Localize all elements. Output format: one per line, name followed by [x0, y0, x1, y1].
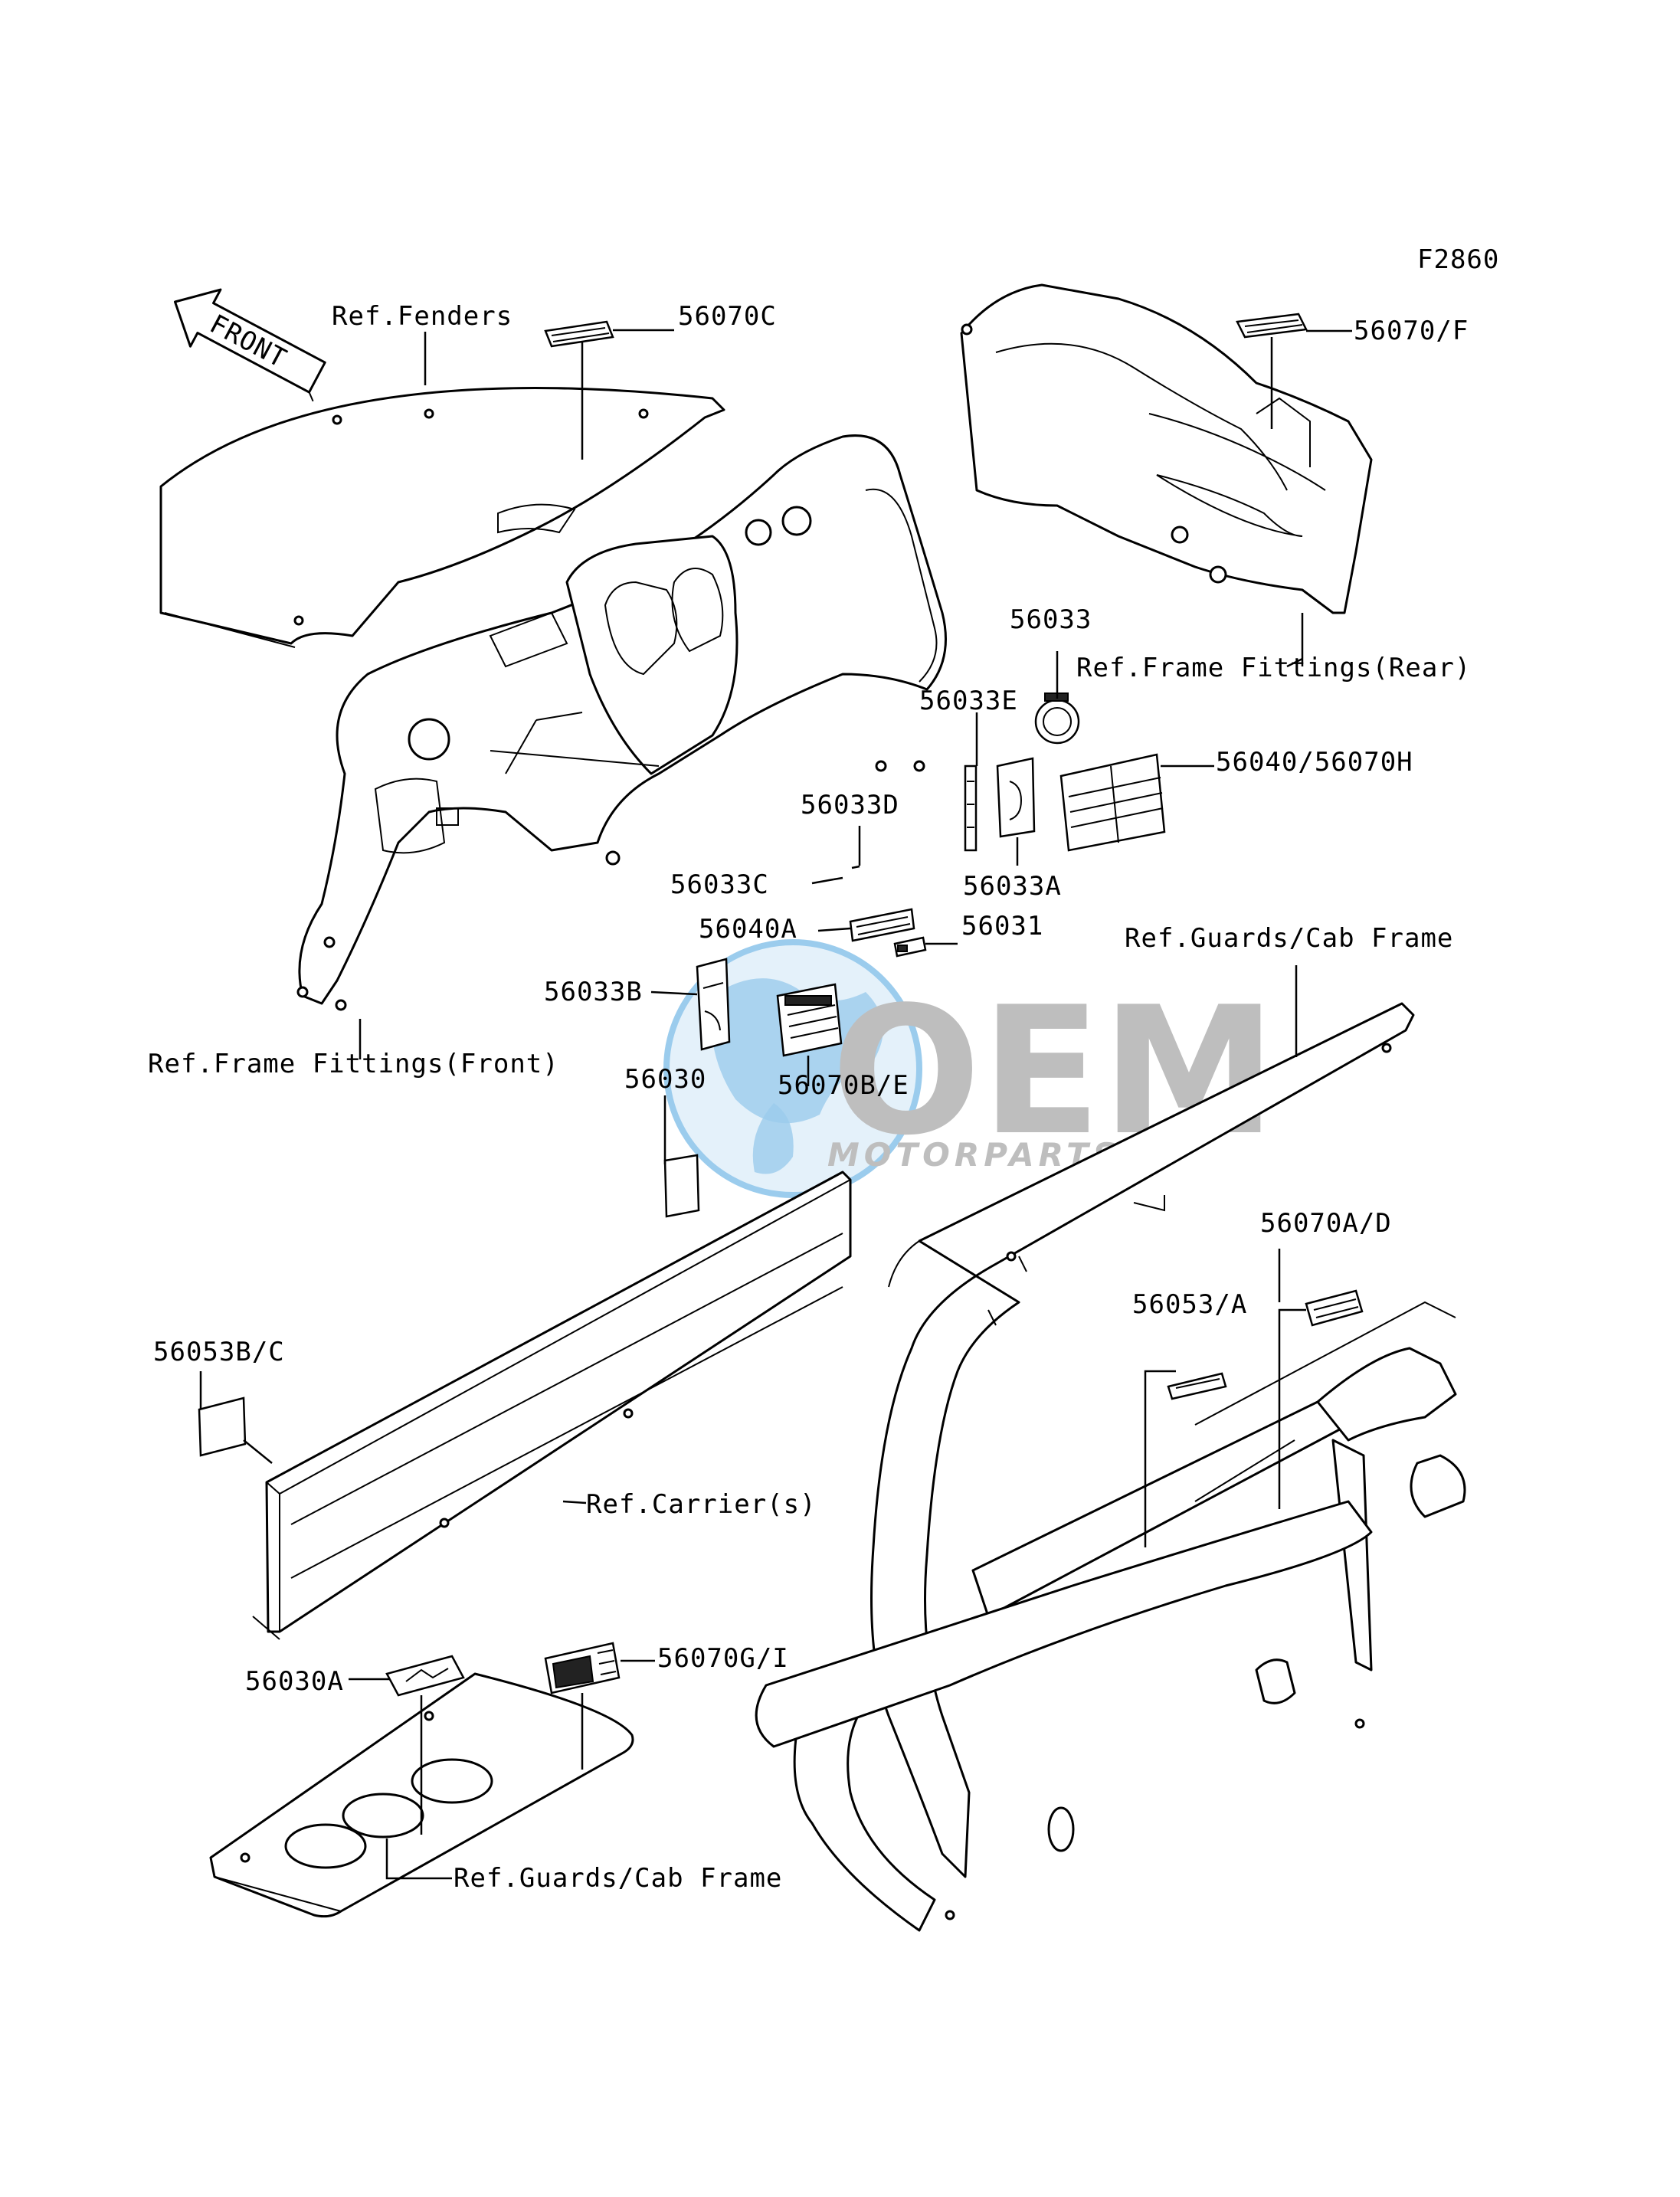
decal-56053A [1167, 1372, 1227, 1400]
decal-56053BC [198, 1396, 247, 1457]
label-56070C: 56070C [678, 301, 777, 332]
label-56033D: 56033D [801, 790, 899, 820]
label-56070BE: 56070B/E [778, 1070, 909, 1101]
label-56070AD: 56070A/D [1260, 1208, 1392, 1239]
label-56040-56070H: 56040/56070H [1216, 747, 1413, 778]
dashboard-part [296, 434, 947, 1011]
watermark-globe-icon [663, 939, 922, 1198]
label-ref-carriers: Ref.Carrier(s) [586, 1489, 817, 1520]
decal-56070GI [544, 1642, 621, 1694]
label-56030A: 56030A [245, 1666, 344, 1697]
decal-56033C [833, 876, 843, 881]
rear-frame-part [960, 283, 1373, 614]
label-56040A: 56040A [699, 914, 797, 945]
decal-56070BE [776, 983, 843, 1057]
label-56033A: 56033A [963, 871, 1062, 902]
label-56031: 56031 [961, 911, 1043, 941]
decal-56070AD [1305, 1289, 1364, 1327]
label-56030: 56030 [624, 1064, 706, 1095]
label-56070F: 56070/F [1354, 316, 1469, 346]
decal-56033D [851, 865, 860, 869]
cab-frame-part [755, 1002, 1466, 1932]
decal-56070C [544, 320, 614, 348]
callout-labels: F2860 Ref.Fenders 56070C 56070/F 56033 R… [148, 244, 1499, 1894]
decal-56033E [964, 765, 978, 852]
decal-56040A [849, 908, 915, 942]
label-56070GI: 56070G/I [657, 1643, 789, 1674]
front-arrow-icon: FRONT [173, 288, 326, 402]
decal-56070F [1236, 313, 1308, 339]
label-ref-guards-cab-2: Ref.Guards/Cab Frame [454, 1863, 782, 1894]
front-label: FRONT [205, 309, 292, 375]
decal-56040-56070H [1059, 753, 1166, 852]
label-56033E: 56033E [919, 686, 1018, 716]
label-56033C: 56033C [670, 869, 769, 900]
label-56033B: 56033B [544, 977, 643, 1007]
figure-id: F2860 [1417, 244, 1499, 275]
decal-56030A [385, 1655, 465, 1697]
leader-lines [199, 329, 1352, 1880]
label-56053BC: 56053B/C [153, 1337, 285, 1367]
decal-56031 [893, 936, 927, 958]
label-56053A: 56053/A [1132, 1289, 1247, 1320]
label-ref-frame-front: Ref.Frame Fittings(Front) [148, 1049, 559, 1079]
label-ref-guards-cab-1: Ref.Guards/Cab Frame [1125, 923, 1453, 954]
decal-56033B [696, 958, 731, 1051]
decal-56030 [663, 1154, 700, 1218]
carrier-part [252, 1171, 852, 1640]
decal-56033 [1034, 692, 1080, 745]
label-ref-frame-rear: Ref.Frame Fittings(Rear) [1076, 653, 1471, 683]
decal-56033A [996, 757, 1036, 838]
label-56033: 56033 [1010, 604, 1092, 635]
label-ref-fenders: Ref.Fenders [332, 301, 513, 332]
